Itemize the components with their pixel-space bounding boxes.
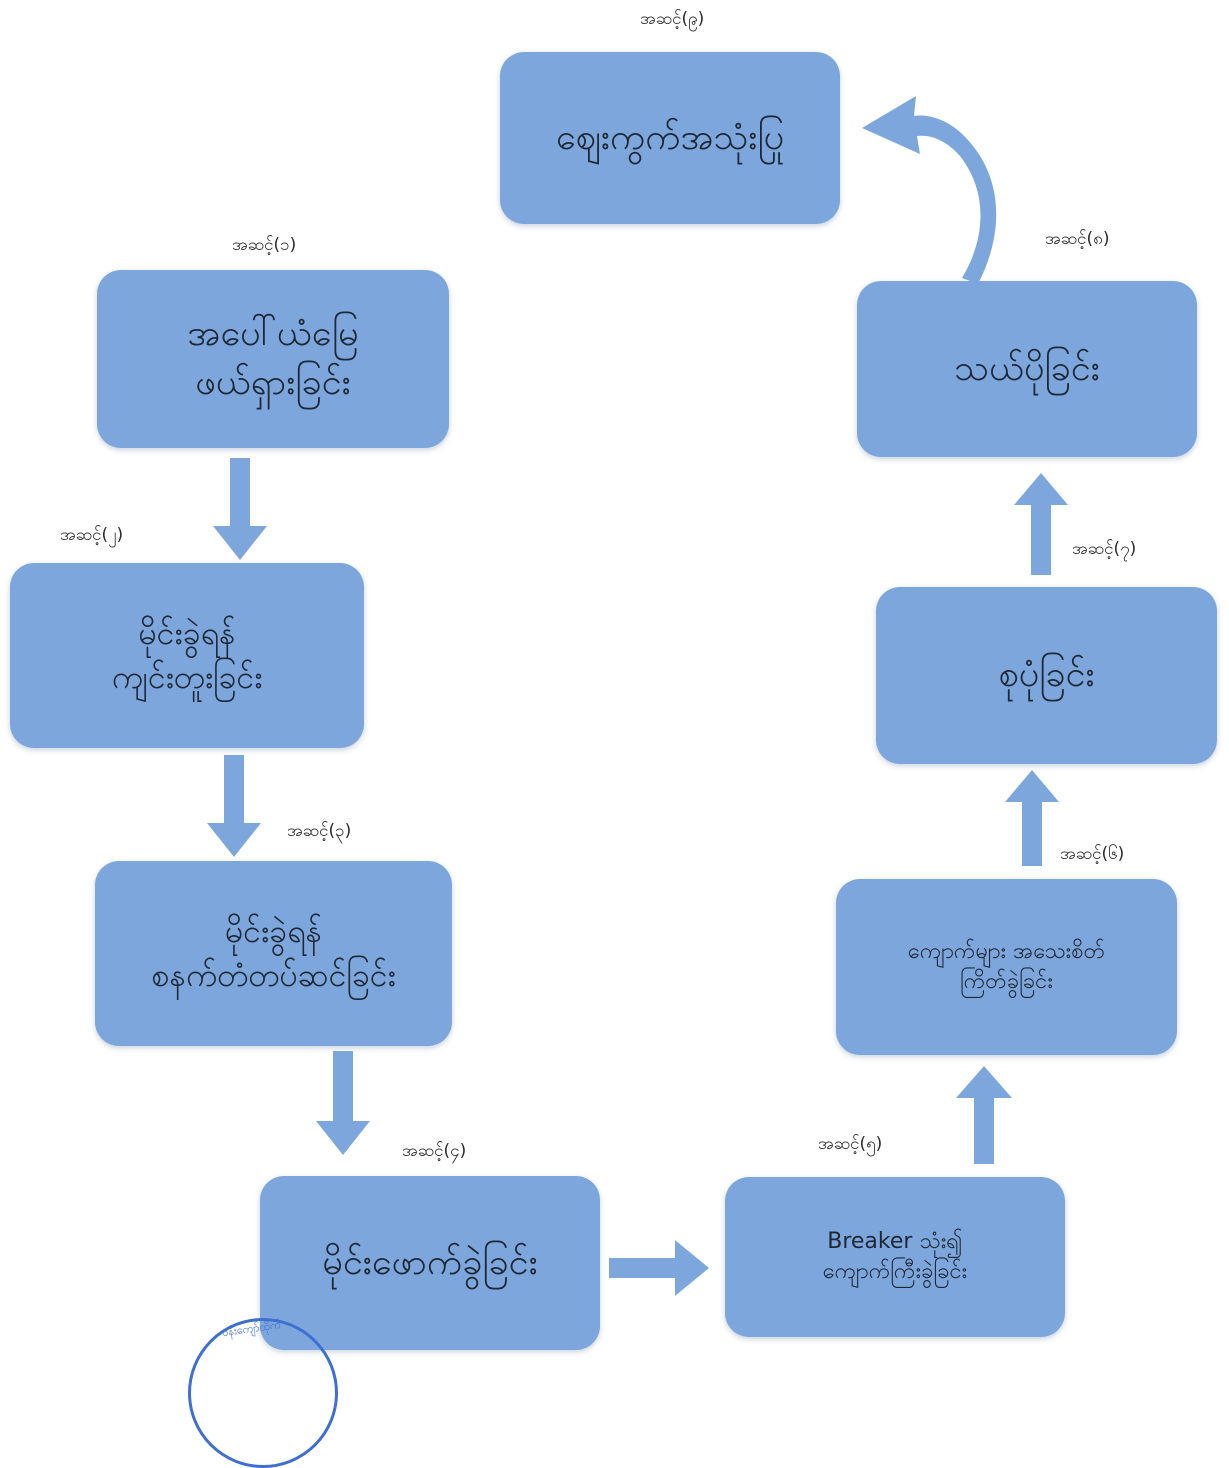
arrow-step8-to-step9-curved: [862, 96, 997, 284]
step-8-label: အဆင့်(၈): [1045, 229, 1110, 249]
arrow-step2-to-step3: [207, 755, 261, 857]
step-3-box: မိုင်းခွဲရန် စနက်တံတပ်ဆင်ခြင်း: [95, 861, 452, 1046]
step-4-box: မိုင်းဖောက်ခွဲခြင်း: [260, 1176, 600, 1350]
arrow-step4-to-step5: [609, 1240, 709, 1296]
step-9-text-line-1: ဈေးကွက်အသုံးပြု: [555, 116, 785, 158]
step-3-text-line-1: မိုင်းခွဲရန်: [224, 912, 323, 951]
step-5-box: Breaker သုံး၍ ကျောက်ကြီးခွဲခြင်း: [725, 1177, 1065, 1337]
step-6-box: ကျောက်များ အသေးစိတ် ကြိတ်ခွဲခြင်း: [836, 879, 1177, 1055]
step-3-label: အဆင့်(၃): [287, 821, 352, 841]
arrow-step7-to-step8: [1014, 473, 1068, 575]
process-flow-diagram: အဆင့်(၉) ဈေးကွက်အသုံးပြု အဆင့်(၁) အပေါ်ယ…: [10, 9, 1217, 1468]
step-7-box: စုပုံခြင်း: [876, 587, 1217, 764]
step-1-box: အပေါ်ယံမြေ ဖယ်ရှားခြင်း: [97, 270, 449, 448]
step-8-box: သယ်ပိုခြင်း: [857, 281, 1197, 457]
step-2-box: မိုင်းခွဲရန် ကျင်းတူးခြင်း: [10, 563, 364, 748]
step-5-text-line-1: Breaker သုံး၍: [827, 1229, 963, 1255]
step-1-text-line-2: ဖယ်ရှားခြင်း: [195, 362, 351, 403]
arrow-step3-to-step4: [316, 1051, 370, 1155]
step-2-text-line-2: ကျင်းတူးခြင်း: [111, 657, 263, 696]
step-1-label: အဆင့်(၁): [232, 235, 297, 255]
step-5-text-line-2: ကျောက်ကြီးခွဲခြင်း: [822, 1259, 968, 1284]
step-6-text-line-1: ကျောက်များ အသေးစိတ်: [907, 939, 1106, 965]
arrow-step5-to-step6: [956, 1066, 1012, 1164]
step-2-text-line-1: မိုင်းခွဲရန်: [138, 614, 236, 653]
step-7-text-line-1: စုပုံခြင်း: [998, 654, 1095, 696]
step-8-text-line-1: သယ်ပိုခြင်း: [954, 347, 1100, 389]
step-6-text-line-2: ကြိတ်ခွဲခြင်း: [960, 969, 1053, 994]
step-4-text-line-1: မိုင်းဖောက်ခွဲခြင်း: [322, 1241, 538, 1283]
step-3-text-line-2: စနက်တံတပ်ဆင်ခြင်း: [151, 955, 396, 994]
step-7-label: အဆင့်(၇): [1072, 539, 1137, 559]
arrow-step1-to-step2: [213, 458, 267, 560]
step-6-label: အဆင့်(၆): [1060, 844, 1125, 864]
arrow-step6-to-step7: [1005, 770, 1059, 866]
step-2-label: အဆင့်(၂): [60, 525, 124, 545]
step-9-label: အဆင့်(၉): [640, 9, 705, 29]
seal-ring: [188, 1318, 338, 1468]
step-1-text-line-1: အပေါ်ယံမြေ: [187, 313, 359, 355]
step-9-box: ဈေးကွက်အသုံးပြု: [500, 52, 840, 224]
step-4-label: အဆင့်(၄): [402, 1141, 467, 1161]
step-5-label: အဆင့်(၅): [818, 1134, 883, 1154]
seal-stamp: ဝန်းကျော်ထိုက်: [188, 1318, 388, 1468]
